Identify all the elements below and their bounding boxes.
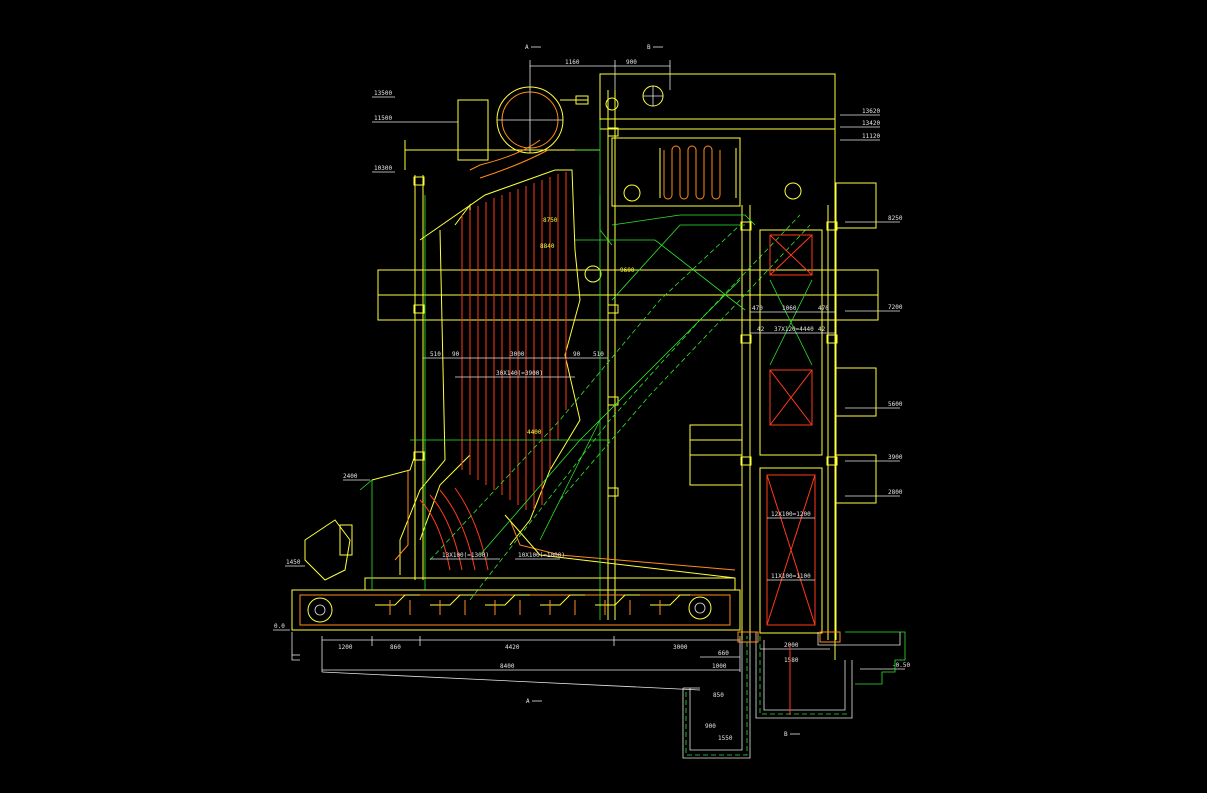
elev-right-1: 13620 xyxy=(862,108,880,115)
fw-5: 510 xyxy=(593,351,604,358)
econ-c: 470 xyxy=(818,305,829,312)
bottom-dimensions: 1200 860 4420 3000 8400 660 1000 2000 15… xyxy=(321,636,830,742)
furnace-lower: 13X100(=1300) xyxy=(442,552,489,559)
elev-base: -0.50 xyxy=(892,662,910,669)
top-dim-2: 900 xyxy=(626,59,637,66)
furnace-wall-elev: 4400 xyxy=(527,429,542,436)
elev-right-6: 5600 xyxy=(888,401,903,408)
bottom-dim-6: 1000 xyxy=(712,663,727,670)
superheater-coils xyxy=(611,137,741,207)
elev-right-8: 2800 xyxy=(888,489,903,496)
svg-text:B: B xyxy=(647,44,651,51)
bottom-dim-4: 3000 xyxy=(673,644,688,651)
furnace-pitch: 30X140(=3900) xyxy=(496,370,543,377)
bottom-dim-8: 1580 xyxy=(784,657,799,664)
chain-grate xyxy=(291,454,741,631)
fw-2: 90 xyxy=(452,351,460,358)
section-mark-a-bottom: A xyxy=(526,698,542,705)
elev-drum: 11500 xyxy=(374,115,392,122)
economizer-column: 470 1060 470 42 37X120=4440 42 xyxy=(750,229,836,456)
bottom-dim-1: 1200 xyxy=(338,644,353,651)
left-elevations: 13500 11500 10300 2400 1450 0.0 xyxy=(273,90,458,631)
svg-text:A: A xyxy=(526,698,530,705)
elev-right-3: 11120 xyxy=(862,133,880,140)
elev-feed: 1450 xyxy=(286,559,301,566)
furnace-tubes: 8750 8840 9600 4400 xyxy=(394,139,736,579)
furnace-lower2: 10X100(=1000) xyxy=(518,552,565,559)
econ-b: 1060 xyxy=(782,305,797,312)
steel-frame xyxy=(377,73,879,660)
bottom-dim-total: 8400 xyxy=(500,663,515,670)
bottom-dim-5: 660 xyxy=(718,650,729,657)
elev-right-5: 7200 xyxy=(888,304,903,311)
section-mark-b-top: B xyxy=(647,44,663,51)
section-mark-a-top: A xyxy=(525,44,541,51)
fw-3: 3000 xyxy=(510,351,525,358)
upper-header xyxy=(584,85,802,283)
econ-a: 470 xyxy=(752,305,763,312)
section-mark-b-bottom: B xyxy=(784,731,800,738)
air-heater-column: 12X100=1200 11X100=1100 xyxy=(759,467,823,634)
top-dim-1: 1160 xyxy=(565,59,580,66)
right-elevations: 13620 13420 11120 8250 7200 5600 3900 28… xyxy=(840,108,910,670)
fw-4: 90 xyxy=(573,351,581,358)
elev-left-mid: 10300 xyxy=(374,165,392,172)
elev-top-left: 13500 xyxy=(374,90,392,97)
bottom-dim-9: 850 xyxy=(713,692,724,699)
top-dimension-chain: 1160 900 xyxy=(529,59,671,90)
bottom-dim-3: 4420 xyxy=(505,644,520,651)
air-g: 12X100=1200 xyxy=(771,511,811,518)
bottom-dim-11: 900 xyxy=(705,723,716,730)
furnace-width-dims: 510 90 3000 90 510 30X140(=3900) 13X100(… xyxy=(423,351,608,560)
svg-text:B: B xyxy=(784,731,788,738)
elev-ground: 0.0 xyxy=(274,623,285,630)
furnace-mid3: 9600 xyxy=(620,267,635,274)
furnace-mid1: 8750 xyxy=(543,217,558,224)
elev-right-2: 13420 xyxy=(862,120,880,127)
furnace-mid2: 8840 xyxy=(540,243,555,250)
elev-right-4: 8250 xyxy=(888,215,903,222)
elev-right-7: 3900 xyxy=(888,454,903,461)
bottom-dim-10: 1550 xyxy=(718,735,733,742)
econ-e: 37X120=4440 xyxy=(774,326,814,333)
air-h: 11X100=1100 xyxy=(771,573,811,580)
fw-1: 510 xyxy=(430,351,441,358)
bottom-dim-7: 2000 xyxy=(784,642,799,649)
econ-f: 42 xyxy=(818,326,826,333)
foundation-pits xyxy=(291,631,906,759)
bottom-dim-2: 860 xyxy=(390,644,401,651)
svg-text:A: A xyxy=(525,44,529,51)
gas-ducts xyxy=(410,120,811,620)
steam-drum xyxy=(496,86,589,154)
elev-grate: 2400 xyxy=(343,473,358,480)
econ-d: 42 xyxy=(757,326,765,333)
